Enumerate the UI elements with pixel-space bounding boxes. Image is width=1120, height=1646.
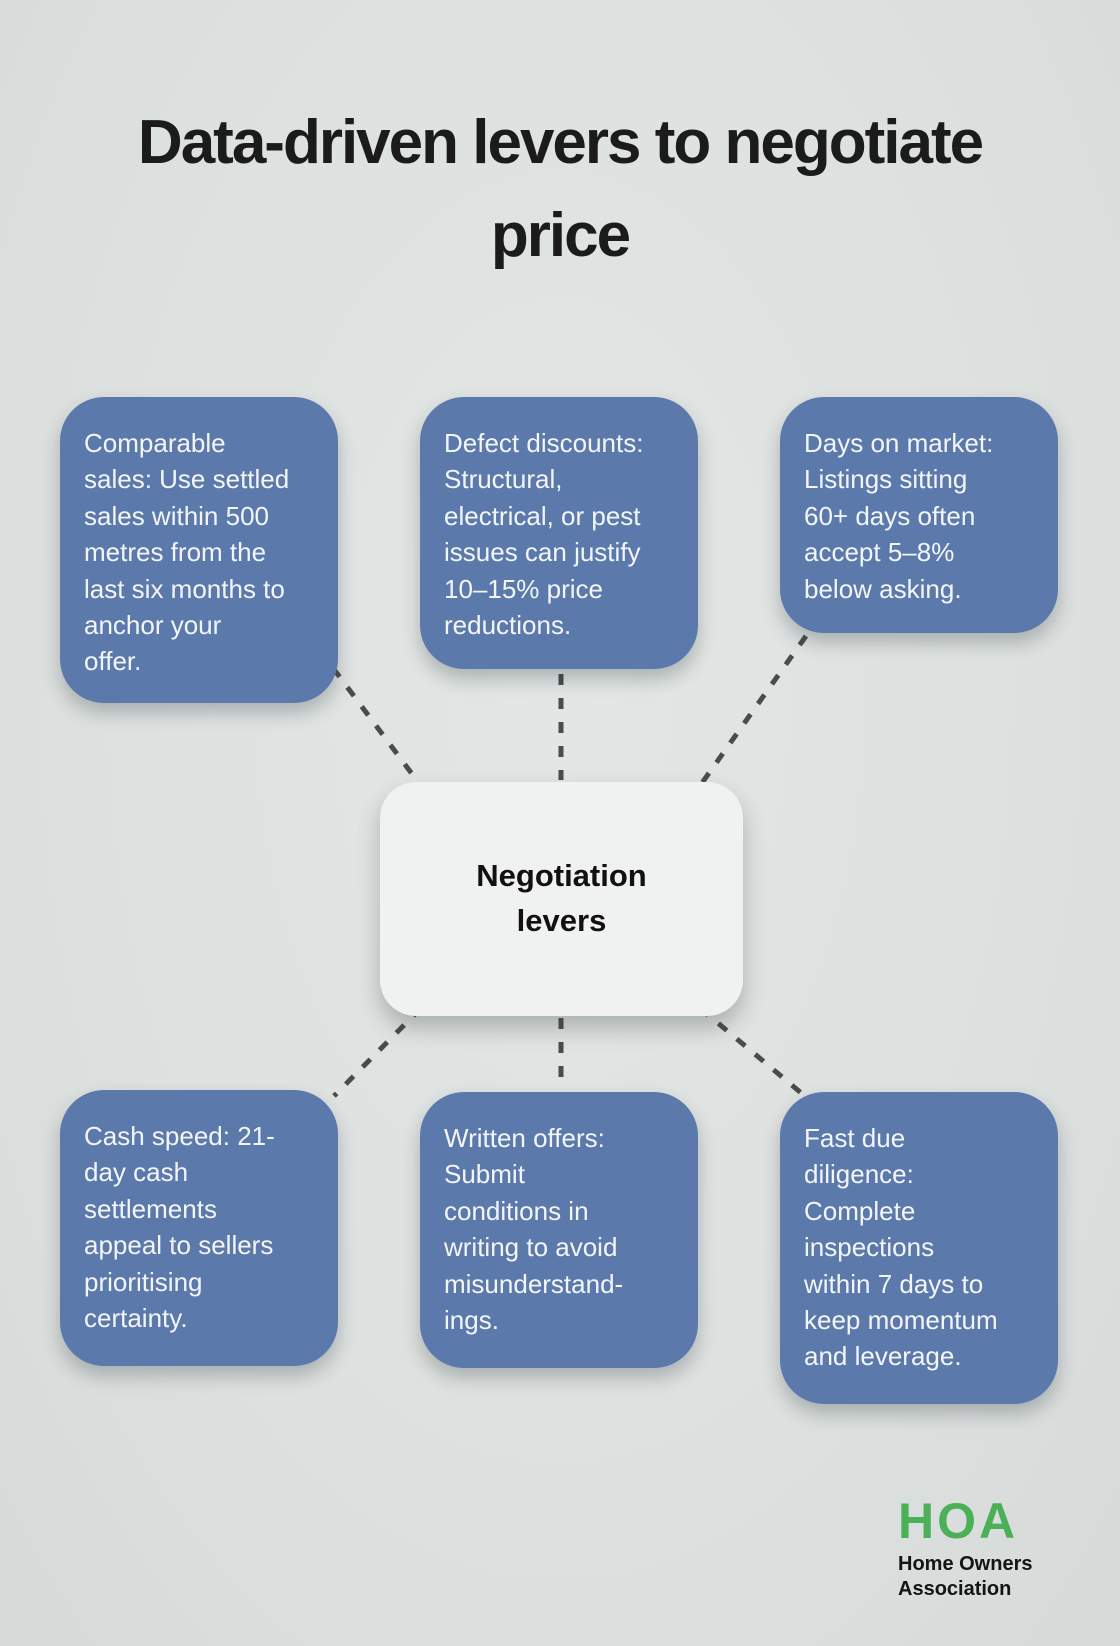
node-written-offers: Written offers: Submit conditions in wri… [420, 1092, 698, 1368]
hoa-logo-subtext: Home Owners Association [898, 1553, 1033, 1600]
node-fast-due-diligence: Fast due diligence: Complete inspections… [780, 1092, 1058, 1404]
connector-line-bottom-right [698, 1006, 808, 1099]
node-defect-discounts: Defect discounts: Structural, electrical… [420, 397, 698, 669]
hoa-logo-wordmark: HOA [898, 1493, 1019, 1549]
hoa-logo: HOA Home Owners Association [898, 1496, 1078, 1602]
connector-line-top-left [330, 666, 427, 792]
connector-line-top-right [694, 634, 809, 792]
center-node-negotiation-levers: Negotiation levers [380, 782, 743, 1016]
page-title: Data-driven levers to negotiate price [137, 108, 984, 270]
node-days-on-market: Days on market: Listings sitting 60+ day… [780, 397, 1058, 633]
node-comparable-sales: Comparable sales: Use settled sales with… [60, 397, 338, 703]
connector-line-bottom-left [332, 1006, 423, 1098]
node-cash-speed: Cash speed: 21- day cash settlements app… [60, 1090, 338, 1366]
